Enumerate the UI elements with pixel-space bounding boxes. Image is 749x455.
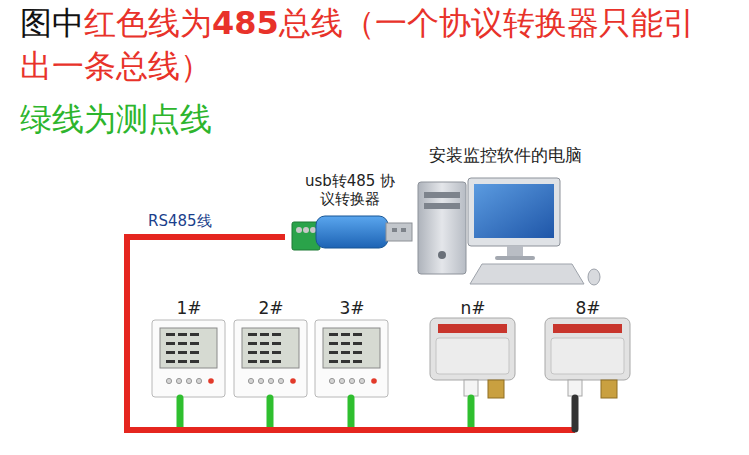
protocol-converter: usb转485 协议转换器: [285, 172, 415, 250]
sensor-device: 2#: [232, 298, 310, 398]
node-label: n#: [460, 298, 485, 318]
bus-wire: [127, 237, 575, 430]
bus-wire: [127, 237, 285, 430]
sensor-device: 1#: [150, 298, 228, 398]
title-text: 图中: [20, 4, 84, 42]
rs485-bus-connector: [127, 237, 351, 430]
panel-device: [152, 320, 225, 397]
computer: 安装监控软件的电脑: [400, 145, 610, 290]
panel-device: [315, 320, 388, 397]
rs485-bus-connector: [127, 237, 285, 430]
title-text: 红色线为: [84, 4, 212, 42]
computer-illustration: [418, 178, 600, 285]
converter-illustration: [292, 216, 412, 250]
node-label: usb转485 协议转换器: [302, 172, 398, 208]
node-label: 2#: [258, 298, 283, 318]
rs485-bus-connector: [127, 237, 471, 430]
sensor-box: [430, 318, 515, 398]
rs485-bus-connector: [127, 237, 285, 430]
legend-note: 绿线为测点线: [20, 98, 212, 141]
wire-label: RS485线: [148, 212, 212, 230]
measure-point-wire: [572, 398, 579, 429]
measure-point-wire: [348, 398, 355, 429]
measure-point-wire: [267, 398, 274, 429]
panel-device: [234, 320, 307, 397]
title-text: 485: [212, 4, 279, 42]
sensor-device: 3#: [313, 298, 391, 398]
bus-wire: [127, 237, 351, 430]
measure-point-wire: [468, 398, 475, 429]
measure-point-wire: [177, 398, 184, 429]
node-label: 1#: [176, 298, 201, 318]
sensor-box: [545, 318, 630, 398]
bus-wire: [127, 237, 471, 430]
title-block: 图中红色线为485总线（一个协议转换器只能引出一条总线）: [20, 2, 710, 88]
sensor-device: 8#: [543, 298, 633, 398]
node-label: 3#: [339, 298, 364, 318]
node-label: 安装监控软件的电脑: [429, 145, 582, 165]
node-label: 8#: [575, 298, 600, 318]
rs485-bus-connector: [127, 237, 575, 430]
bus-wire: [127, 237, 285, 430]
sensor-device: n#: [428, 298, 518, 398]
